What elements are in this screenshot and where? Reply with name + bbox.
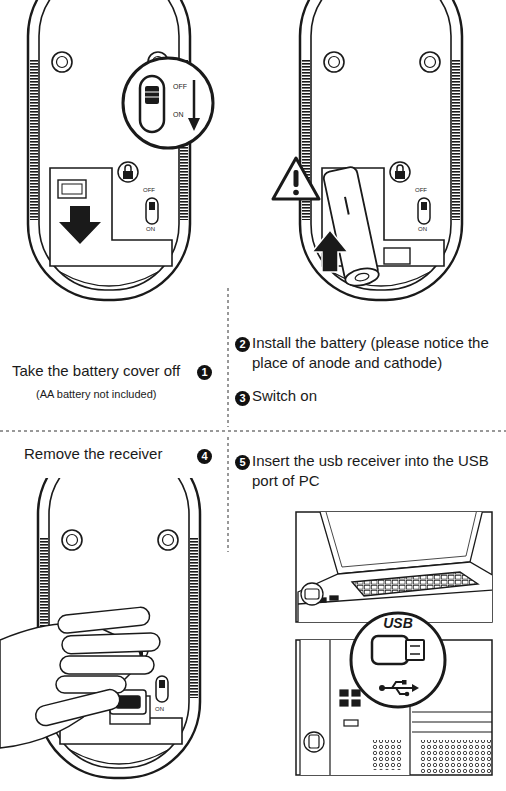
divider-line: [228, 437, 229, 552]
desktop-tower-panel: [340, 690, 348, 696]
laptop-panel: [301, 583, 323, 605]
desktop-tower-panel: [309, 735, 319, 748]
callout-number: 3: [235, 391, 250, 406]
hand: [60, 656, 154, 674]
mouse-battery-install: [273, 158, 319, 199]
mouse-battery-install: [354, 272, 369, 282]
usb-receiver-zoom: [372, 636, 408, 664]
switch-zoom: [145, 92, 159, 93]
callout-number: 2: [235, 337, 250, 352]
switch-label: ON: [155, 706, 164, 713]
hand: [0, 606, 160, 748]
hand: [34, 687, 122, 727]
step-note: (AA battery not included): [36, 388, 156, 401]
mouse-battery-install: [273, 0, 462, 300]
mouse-cover-off: [62, 184, 82, 194]
usb-receiver-zoom: [410, 653, 420, 655]
usb-symbol: [392, 682, 402, 688]
step-text: Switch on: [252, 387, 317, 404]
usb-symbol: [396, 688, 406, 694]
mouse-cover-off: [59, 206, 101, 244]
usb-zoom-circle: USB: [349, 611, 447, 709]
node-text: OFF: [173, 83, 203, 91]
desktop-tower-panel: [412, 721, 492, 722]
desktop-tower-panel: [340, 700, 348, 706]
step-text: Install the battery (please notice the p…: [252, 333, 504, 373]
desktop-tower-panel: [352, 690, 360, 696]
desktop-tower-panel: [420, 740, 492, 775]
switch-zoom: [145, 97, 159, 98]
switch-zoom: [193, 80, 196, 122]
step-text: Take the battery cover off: [12, 362, 180, 379]
divider-line: [228, 288, 229, 427]
laptop-panel: [305, 589, 319, 599]
usb-symbol: [412, 684, 419, 692]
magnifier-circle: [123, 58, 213, 148]
mouse-receiver-removal: [38, 478, 200, 778]
mouse-cover-off: [28, 0, 190, 300]
usb-receiver-zoom: [410, 645, 420, 647]
callout-number: 5: [235, 455, 250, 470]
usb-symbol: [384, 687, 412, 689]
laptop-panel: [298, 590, 492, 604]
switch-zoom: [145, 86, 159, 104]
mouse-cover-off: [50, 168, 172, 266]
hand: [56, 676, 126, 693]
switch-zoom-circle: OFF ON: [121, 56, 215, 150]
desktop-tower-panel: [352, 700, 360, 706]
switch-zoom: [140, 76, 200, 132]
desktop-tower-panel: [304, 732, 324, 752]
node-text: USB: [349, 616, 447, 631]
hand: [62, 633, 161, 654]
usb-receiver-zoom: [372, 636, 424, 664]
desktop-tower-panel: [412, 711, 492, 712]
desktop-tower-panel: [372, 740, 402, 770]
mouse-battery-install: [345, 197, 349, 215]
usb-receiver-zoom: [406, 640, 424, 660]
step-text: Insert the usb receiver into the USB por…: [252, 451, 492, 491]
callout-number: 1: [197, 365, 212, 380]
desktop-tower-panel: [412, 731, 492, 732]
switch-label: OFF: [415, 187, 427, 194]
laptop-panel: [324, 512, 478, 567]
mouse-battery-install: [384, 248, 410, 264]
switch-label: ON: [418, 226, 427, 233]
desktop-tower-panel: [329, 640, 330, 775]
mouse-receiver-removal: [38, 478, 200, 778]
usb-symbol: [384, 682, 412, 694]
usb-symbol: [405, 692, 410, 697]
usb-symbol: [379, 680, 419, 696]
switch-zoom: [140, 76, 164, 132]
switch-label: ON: [146, 226, 155, 233]
hand: [57, 606, 150, 634]
usb-symbol: [402, 680, 407, 685]
mouse-battery-install: [294, 170, 299, 187]
switch-zoom: [188, 118, 200, 131]
mouse-battery-install: [300, 0, 462, 300]
laptop-panel: [296, 505, 494, 626]
switch-label: OFF: [143, 187, 155, 194]
circle-outline: [121, 56, 215, 150]
laptop-panel: [330, 596, 338, 600]
mouse-battery-install: [344, 266, 381, 289]
mouse-cover-off: [58, 180, 86, 198]
step-text: Remove the receiver: [24, 445, 162, 462]
mouse-receiver-removal: [38, 478, 200, 778]
mouse-battery-install: [293, 190, 299, 196]
desktop-tower-panel: [344, 720, 358, 726]
mouse-battery-install: [312, 230, 348, 272]
usb-symbol: [379, 685, 385, 691]
divider-line: [0, 431, 506, 432]
mouse-cover-off: [28, 0, 190, 300]
laptop-panel: [298, 512, 492, 622]
callout-number: 4: [197, 449, 212, 464]
node-text: ON: [173, 111, 203, 119]
